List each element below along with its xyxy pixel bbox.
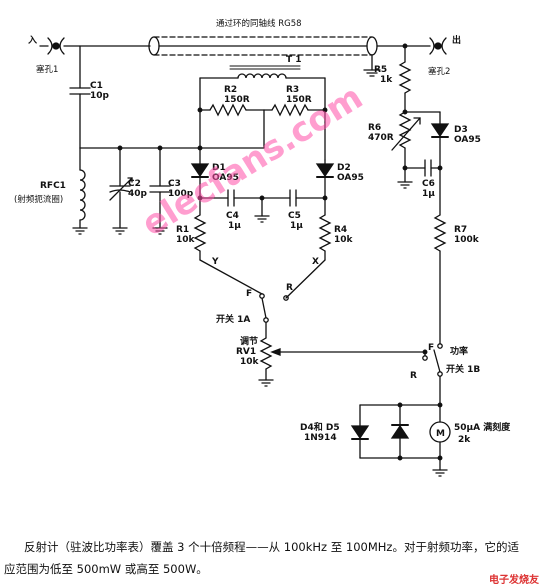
transformer-label: T 1 — [286, 55, 302, 65]
c4-value: 1μ — [228, 221, 241, 231]
c2-name: C2 — [128, 179, 141, 189]
switch-1b-label: 开关 1B — [446, 363, 480, 375]
d45-name: D4和 D5 — [300, 421, 340, 433]
c6-value: 1μ — [422, 189, 435, 199]
watermark: elecfans.com — [135, 77, 370, 244]
d3-name: D3 — [454, 125, 468, 135]
switch-1a-label: 开关 1A — [216, 313, 250, 325]
caption: 反射计（驻波比功率表）覆盖 3 个十倍频程——从 100kHz 至 100MHz… — [0, 536, 541, 580]
r3-name: R3 — [286, 85, 299, 95]
r1-value: 10k — [176, 235, 196, 245]
d45-value: 1N914 — [304, 433, 337, 443]
switch-1b-f: F — [428, 343, 434, 353]
switch-1a-f: F — [246, 289, 252, 299]
meter-r: 2k — [458, 435, 471, 445]
meter-symbol: M — [436, 429, 445, 439]
switch-1b-power: 功率 — [450, 345, 468, 357]
caption-line-1: 反射计（驻波比功率表）覆盖 3 个十倍频程——从 100kHz 至 100MHz… — [24, 540, 519, 554]
r1-name: R1 — [176, 225, 189, 235]
socket-in-mark: 入 — [27, 35, 37, 46]
c1-name: C1 — [90, 81, 103, 91]
site-logo: 电子发烧友 — [489, 571, 539, 586]
d1-value: OA95 — [212, 173, 239, 183]
coax-line — [148, 36, 378, 56]
socket-in — [47, 37, 65, 55]
c3-value: 100p — [168, 189, 194, 199]
r7-name: R7 — [454, 225, 467, 235]
r2-name: R2 — [224, 85, 237, 95]
socket-out-mark: 出 — [452, 34, 461, 46]
c4-name: C4 — [226, 211, 239, 221]
meter-value: 50μA 满刻度 — [454, 421, 511, 433]
r5-value: 1k — [380, 75, 393, 85]
rv1-line1: 调节 — [240, 335, 258, 347]
r3-value: 150R — [286, 95, 312, 105]
rv1-value: 10k — [240, 357, 260, 367]
r2-value: 150R — [224, 95, 250, 105]
rfc1-note: (射频扼流圈) — [14, 194, 63, 205]
socket-in-label: 塞孔1 — [36, 64, 58, 75]
d2-name: D2 — [337, 163, 351, 173]
d1-name: D1 — [212, 163, 226, 173]
r4-value: 10k — [334, 235, 354, 245]
r6-name: R6 — [368, 123, 381, 133]
d2-value: OA95 — [337, 173, 364, 183]
caption-line-2: 应范围为低至 500mW 或高至 500W。 — [4, 562, 208, 576]
c5-name: C5 — [288, 211, 301, 221]
r5-name: R5 — [374, 65, 387, 75]
socket-out-label: 塞孔2 — [428, 66, 450, 77]
rv1-name: RV1 — [236, 347, 256, 357]
r7-value: 100k — [454, 235, 480, 245]
c2-value: 40p — [128, 189, 148, 199]
d3-value: OA95 — [454, 135, 481, 145]
r4-name: R4 — [334, 225, 347, 235]
c5-value: 1μ — [290, 221, 303, 231]
c6-name: C6 — [422, 179, 435, 189]
switch-1a-x: X — [312, 257, 319, 267]
switch-1a-r: R — [286, 283, 293, 293]
r6-value: 470R — [368, 133, 394, 143]
switch-1b-r: R — [410, 371, 417, 381]
coax-label: 通过环的同轴线 RG58 — [216, 18, 302, 29]
c1-value: 10p — [90, 91, 110, 101]
socket-out — [429, 37, 447, 55]
rfc1-name: RFC1 — [40, 181, 66, 191]
switch-1a-y: Y — [211, 257, 219, 267]
c3-name: C3 — [168, 179, 181, 189]
